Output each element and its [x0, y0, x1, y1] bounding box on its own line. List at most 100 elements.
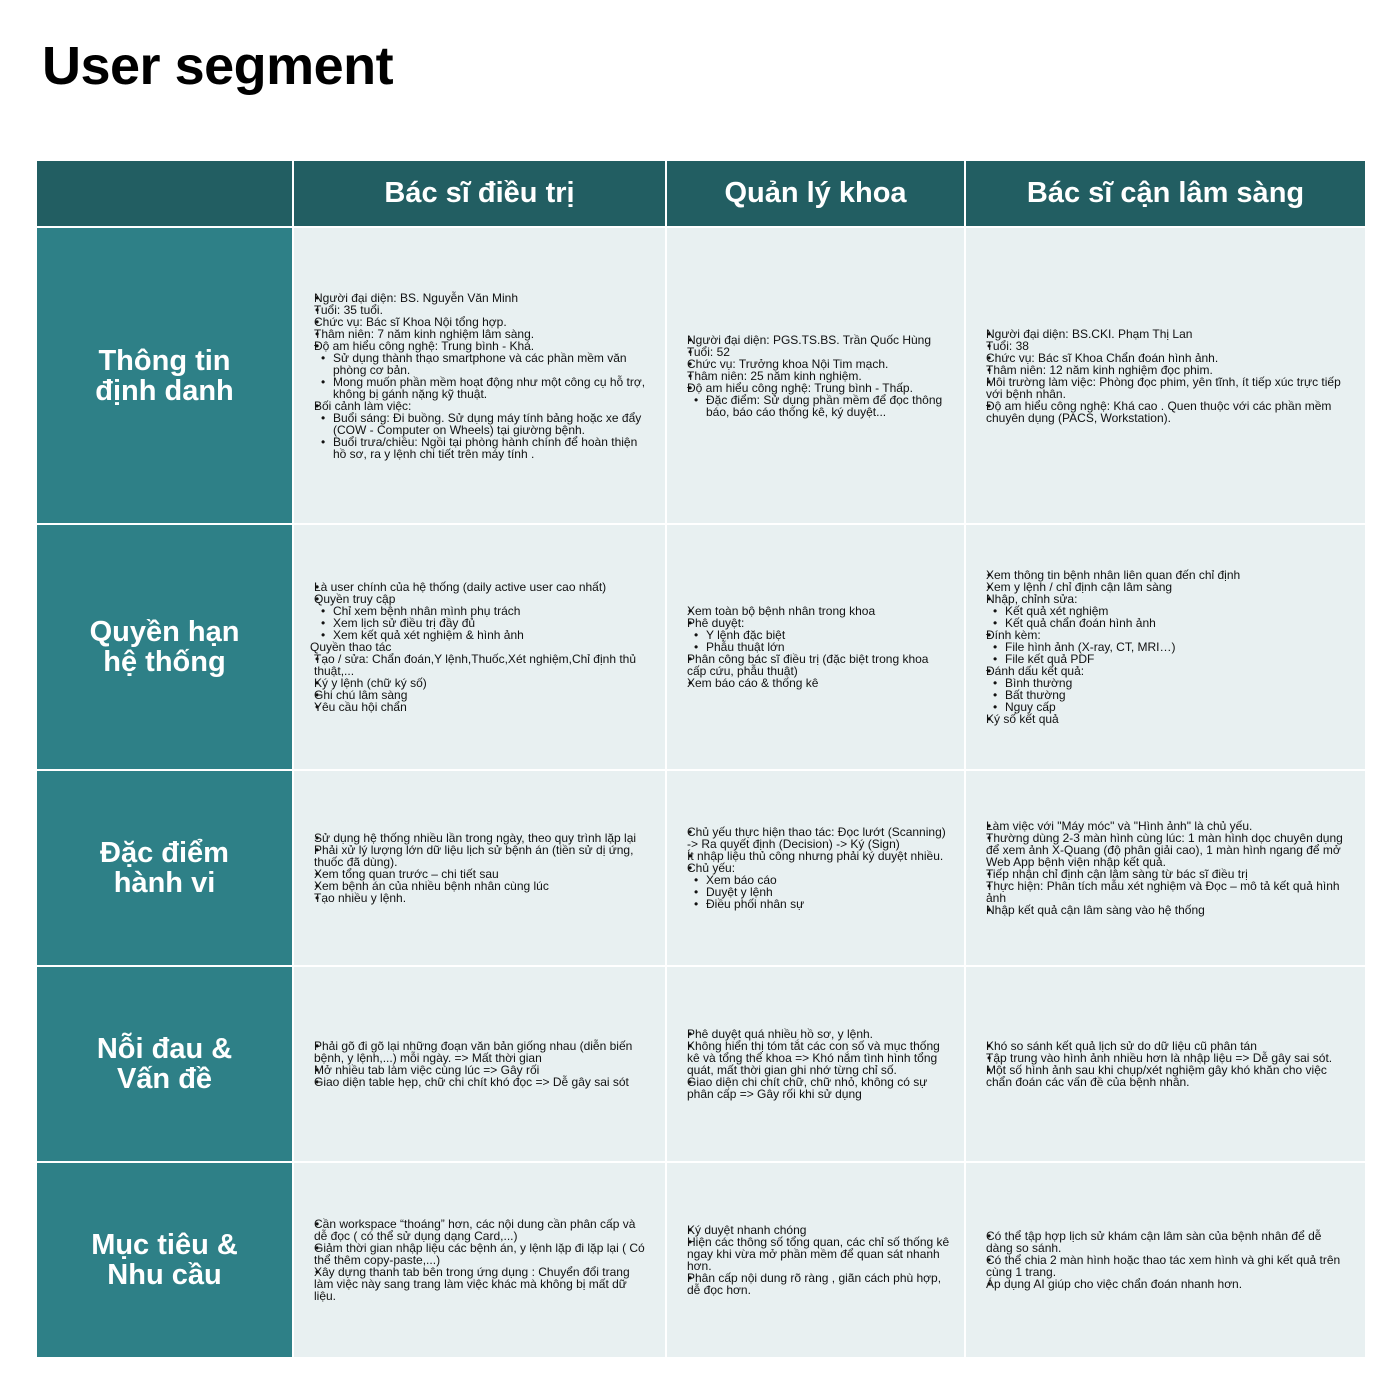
list-item: Phân công bác sĩ điều trị (đặc biệt tron… [681, 653, 950, 677]
list-item: Sử dụng hệ thống nhiều lần trong ngày, t… [308, 832, 651, 844]
cell-quan-ly-khoa: Xem toàn bộ bệnh nhân trong khoaPhê duyệ… [665, 523, 966, 771]
list-item: Xem lịch sử điều trị đầy đủ [314, 617, 651, 629]
list-item-text: Phê duyệt: [687, 616, 745, 630]
list-item: Giao diện table hẹp, chữ chi chít khó đọ… [308, 1076, 651, 1088]
list-item-text: Thường dùng 2-3 màn hình cùng lúc: 1 màn… [986, 831, 1343, 869]
list-item-text: Sử dụng hệ thống nhiều lần trong ngày, t… [314, 831, 637, 845]
list-item: Mở nhiều tab làm việc cùng lúc => Gây rố… [308, 1064, 651, 1076]
list-item-text: Bối cảnh làm việc: [314, 398, 412, 413]
list-item-text: Một số hình ảnh sau khi chụp/xét nghiệm … [986, 1063, 1327, 1089]
list-item-text: Có thể tập hợp lịch sử khám cận lâm sàn … [986, 1229, 1322, 1255]
list-item-text: Giao diện table hẹp, chữ chi chít khó đọ… [314, 1075, 629, 1089]
list-item: Xem tổng quan trước – chi tiết sau [308, 868, 651, 880]
column-header-bac-si-dieu-tri: Bác sĩ điều trị [292, 159, 667, 228]
list-item: Ký y lệnh (chữ ký số) [308, 677, 651, 689]
bullet-list: Xem báo cáoDuyệt y lệnhĐiều phối nhân sự [687, 874, 950, 910]
list-item: Kết quả xét nghiệm [986, 605, 1351, 617]
list-item-text: Phân cấp nội dung rõ ràng , giãn cách ph… [687, 1271, 942, 1297]
list-item: Xây dựng thanh tab bên trong ứng dụng : … [308, 1266, 651, 1302]
list-item-text: Bình thường [1005, 676, 1073, 690]
cell-bac-si-dieu-tri: Phải gõ đi gõ lại những đoạn văn bản giố… [292, 965, 667, 1163]
list-item: Thâm niên: 7 năm kinh nghiệm lâm sàng. [308, 328, 651, 340]
list-item-text: Độ am hiểu công nghệ: Trung bình - Khá. [314, 338, 535, 353]
list-item: Độ am hiểu công nghệ: Khá cao . Quen thu… [980, 400, 1351, 424]
list-item: Chức vụ: Trưởng khoa Nội Tim mạch. [681, 358, 950, 370]
list-item: Thực hiện: Phân tích mẫu xét nghiệm và Đ… [980, 880, 1351, 904]
list-item: Phẫu thuật lớn [687, 641, 950, 653]
list-item-text: Mong muốn phần mềm hoạt động như một côn… [333, 374, 646, 401]
cell-bac-si-dieu-tri: Là user chính của hệ thống (daily active… [292, 523, 667, 771]
list-item-text: Buổi sáng: Đi buồng. Sử dụng máy tính bả… [333, 410, 642, 437]
list-item: Làm việc với "Máy móc" và "Hình ảnh" là … [980, 820, 1351, 832]
list-item: Xem toàn bộ bệnh nhân trong khoa [681, 605, 950, 617]
list-item: Có thể tập hợp lịch sử khám cận lâm sàn … [980, 1230, 1351, 1254]
bullet-list: Đặc điểm: Sử dụng phần mềm để đọc thông … [687, 394, 950, 418]
list-item: Phân cấp nội dung rõ ràng , giãn cách ph… [681, 1272, 950, 1296]
list-item-text: File kết quả PDF [1005, 652, 1095, 666]
list-item-text: Điều phối nhân sự [706, 897, 805, 911]
header-row: Bác sĩ điều trị Quản lý khoa Bác sĩ cận … [35, 159, 1367, 228]
list-item-text: Yêu cầu hội chẩn [314, 700, 407, 714]
list-item: Điều phối nhân sự [687, 898, 950, 910]
cell-bac-si-dieu-tri: Cần workspace “thoáng” hơn, các nội dung… [292, 1161, 667, 1359]
list-item: Chỉ xem bệnh nhân mình phụ trách [314, 605, 651, 617]
list-item-text: Chỉ xem bệnh nhân mình phụ trách [333, 604, 521, 618]
list-item: Buổi trưa/chiều: Ngồi tại phòng hành chí… [314, 436, 651, 460]
list-item-text: Độ am hiểu công nghệ: Khá cao . Quen thu… [986, 398, 1332, 425]
bullet-list: Có thể tập hợp lịch sử khám cận lâm sàn … [980, 1230, 1351, 1290]
list-item: Tuổi: 52 [681, 346, 950, 358]
bullet-list: Cần workspace “thoáng” hơn, các nội dung… [308, 1218, 651, 1302]
list-item-text: Duyệt y lệnh [706, 885, 773, 899]
list-item-text: Xem y lệnh / chỉ định cận lâm sàng [986, 580, 1173, 594]
list-item-text: Bất thường [1005, 688, 1066, 702]
table-row: Nỗi đau &Vấn đềPhải gõ đi gõ lại những đ… [35, 965, 1367, 1163]
list-item: Đặc điểm: Sử dụng phần mềm để đọc thông … [687, 394, 950, 418]
list-item: Bất thường [986, 689, 1351, 701]
list-item-text: Quyền truy cập [314, 592, 396, 606]
list-item: Đính kèm:File hình ảnh (X-ray, CT, MRI…)… [980, 629, 1351, 665]
list-item: Nhập, chỉnh sửa:Kết quả xét nghiệmKết qu… [980, 593, 1351, 629]
bullet-list: Chủ yếu thực hiện thao tác: Đọc lướt (Sc… [681, 826, 950, 910]
list-item: Ghi chú lâm sàng [308, 689, 651, 701]
list-item-text: Người đại diện: PGS.TS.BS. Trần Quốc Hùn… [687, 332, 932, 347]
list-item-text: Người đại diện: BS. Nguyễn Văn Minh [314, 290, 519, 305]
list-item: Y lệnh đặc biệt [687, 629, 950, 641]
list-item: Khó so sánh kết quả lịch sử do dữ liệu c… [980, 1040, 1351, 1052]
list-item-text: Nhập, chỉnh sửa: [986, 592, 1078, 606]
bullet-list: Phải gõ đi gõ lại những đoạn văn bản giố… [308, 1040, 651, 1088]
list-item-text: Thâm niên: 7 năm kinh nghiệm lâm sàng. [314, 326, 535, 341]
list-item-text: Là user chính của hệ thống (daily active… [314, 580, 607, 594]
bullet-list: Xem toàn bộ bệnh nhân trong khoaPhê duyệ… [681, 605, 950, 689]
list-item: Kết quả chẩn đoán hình ảnh [986, 617, 1351, 629]
cell-quan-ly-khoa: Ký duyệt nhanh chóngHiện các thông số tổ… [665, 1161, 966, 1359]
list-item: Chủ yếu thực hiện thao tác: Đọc lướt (Sc… [681, 826, 950, 850]
list-item-text: Đặc điểm: Sử dụng phần mềm để đọc thông … [706, 392, 943, 419]
list-item-text: Ít nhập liệu thủ công nhưng phải ký duyệ… [687, 849, 944, 863]
column-header-bac-si-can-lam-sang: Bác sĩ cận lâm sàng [964, 159, 1367, 228]
list-item: Phê duyệt quá nhiều hồ sơ, y lệnh. [681, 1028, 950, 1040]
list-item-text: Tuổi: 38 [986, 338, 1029, 353]
list-item: Giao diện chi chít chữ, chữ nhỏ, không c… [681, 1076, 950, 1100]
list-item-text: Tuổi: 52 [687, 344, 730, 359]
bullet-list: Buổi sáng: Đi buồng. Sử dụng máy tính bả… [314, 412, 651, 460]
list-item-text: Nhập kết quả cận lâm sàng vào hệ thống [986, 903, 1205, 917]
list-item: Không hiển thị tóm tắt các con số và mục… [681, 1040, 950, 1076]
bullet-list: Y lệnh đặc biệtPhẫu thuật lớn [687, 629, 950, 653]
subsection-label: Quyền thao tác [310, 640, 392, 654]
list-item-text: Có thể chia 2 màn hình hoặc thao tác xem… [986, 1253, 1341, 1279]
list-item-text: Đánh dấu kết quả: [986, 664, 1085, 678]
list-item-text: Mở nhiều tab làm việc cùng lúc => Gây rố… [314, 1063, 540, 1077]
list-item-text: Làm việc với "Máy móc" và "Hình ảnh" là … [986, 819, 1253, 833]
list-item-text: Giảm thời gian nhập liệu các bệnh án, y … [314, 1241, 645, 1267]
list-item-text: File hình ảnh (X-ray, CT, MRI…) [1005, 640, 1176, 654]
list-item-text: Tuổi: 35 tuổi. [314, 302, 383, 317]
list-item: Thâm niên: 12 năm kinh nghiệm đọc phim. [980, 364, 1351, 376]
cell-bac-si-dieu-tri: Sử dụng hệ thống nhiều lần trong ngày, t… [292, 769, 667, 967]
list-item: Duyệt y lệnh [687, 886, 950, 898]
list-item: Phê duyệt:Y lệnh đặc biệtPhẫu thuật lớn [681, 617, 950, 653]
list-item-text: Người đại diện: BS.CKI. Phạm Thị Lan [986, 326, 1193, 341]
list-item-text: Thâm niên: 25 năm kinh nghiệm. [687, 368, 862, 383]
list-item: Tiếp nhận chỉ định cận lâm sàng từ bác s… [980, 868, 1351, 880]
table-row: Mục tiêu &Nhu cầuCần workspace “thoáng” … [35, 1161, 1367, 1359]
